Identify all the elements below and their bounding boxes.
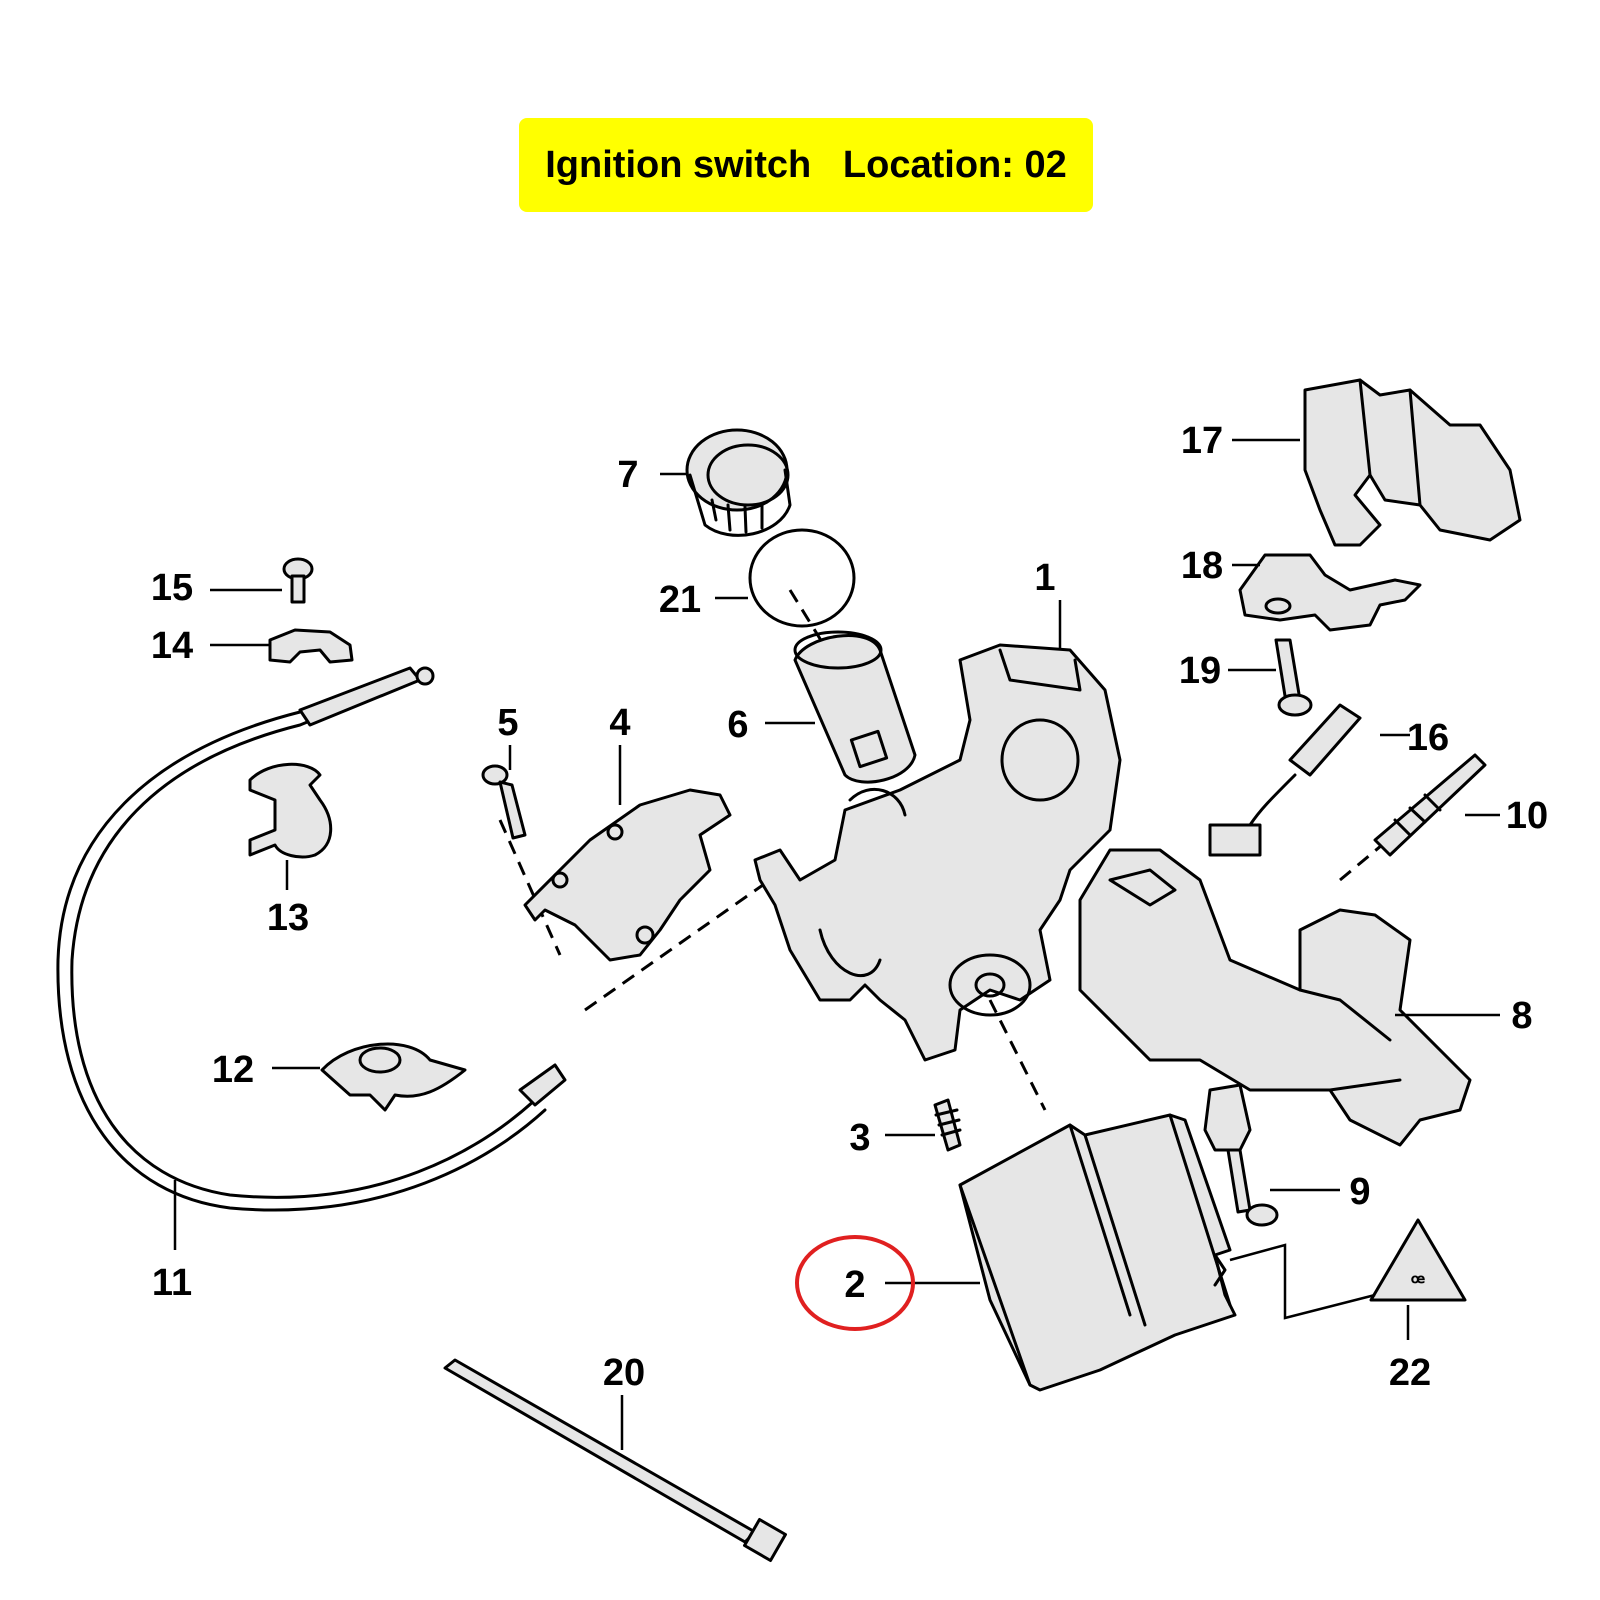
part-13-clamp (248, 762, 333, 859)
part-14-bracket (268, 628, 354, 664)
banner-part-name: Ignition switch (545, 143, 812, 186)
part-6-lock-cylinder (793, 630, 917, 784)
highlight-ring (795, 1235, 915, 1331)
part-10-pin (1373, 753, 1487, 857)
part-22-label: ꟹ (1369, 1218, 1467, 1302)
title-banner: Ignition switch Location: 02 (519, 118, 1093, 212)
callout-12: 12 (212, 1049, 254, 1091)
callout-19: 19 (1179, 650, 1221, 692)
part-19-screw (1274, 638, 1313, 717)
part-17-cover (1303, 378, 1522, 547)
part-20-cable-tie (443, 1358, 787, 1562)
callout-13: 13 (267, 897, 309, 939)
callout-16: 16 (1407, 717, 1449, 759)
part-21-o-ring (748, 528, 856, 628)
callout-3: 3 (849, 1117, 870, 1159)
part-16-sensor (1208, 703, 1362, 857)
part-1-housing (753, 643, 1122, 1062)
callout-10: 10 (1506, 795, 1548, 837)
part-18-plate (1238, 553, 1422, 632)
callout-11: 11 (152, 1262, 192, 1304)
part-9-plunger (1203, 1083, 1279, 1227)
callout-6: 6 (727, 704, 748, 746)
part-2-ignition-switch (958, 1113, 1237, 1392)
callout-4: 4 (609, 702, 630, 744)
leader-lines (173, 438, 1500, 1450)
callout-14: 14 (151, 625, 193, 667)
part-3-screw (933, 1098, 962, 1152)
part-12-clip (320, 1042, 467, 1112)
callout-8: 8 (1511, 995, 1532, 1037)
callout-2: 2 (844, 1264, 865, 1306)
part-11-cable (56, 666, 567, 1212)
part-5-bolt (481, 764, 527, 840)
svg-text:ꟹ: ꟹ (1411, 1270, 1425, 1295)
callout-18: 18 (1181, 545, 1223, 587)
part-7-ring (685, 428, 792, 537)
part-15-bolt (282, 557, 314, 604)
callout-labels: 1 2 3 4 5 6 7 8 9 10 11 12 13 14 15 16 1… (151, 420, 1548, 1394)
callout-5: 5 (497, 702, 518, 744)
callout-9: 9 (1349, 1171, 1370, 1213)
part-4-cover (523, 788, 732, 962)
part-8-bracket (1078, 848, 1472, 1147)
callout-22: 22 (1389, 1352, 1431, 1394)
assembly-lines (498, 589, 1401, 1111)
callout-21: 21 (659, 579, 701, 621)
callout-7: 7 (617, 454, 638, 496)
callout-17: 17 (1181, 420, 1223, 462)
callout-15: 15 (151, 567, 193, 609)
callout-20: 20 (603, 1352, 645, 1394)
callout-1: 1 (1034, 557, 1055, 599)
banner-location: Location: 02 (842, 143, 1067, 186)
